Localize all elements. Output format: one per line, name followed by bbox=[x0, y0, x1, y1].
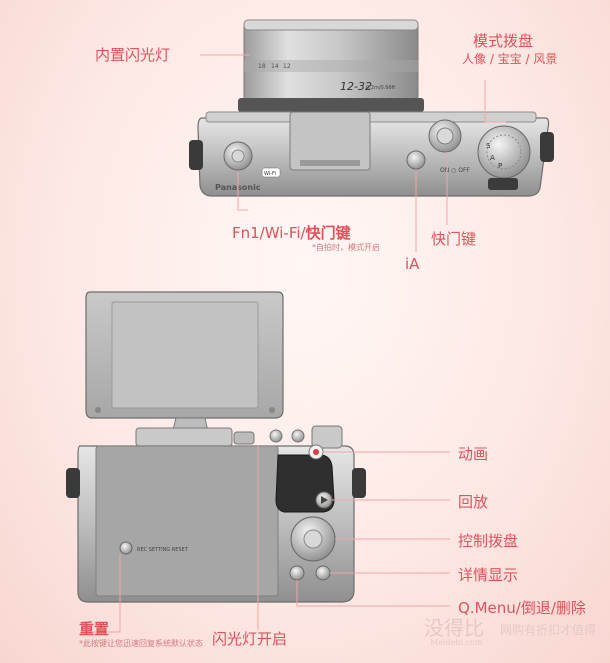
watermark-right: 网购有折扣才值得 bbox=[500, 623, 597, 637]
qmenu-button[interactable] bbox=[289, 565, 305, 581]
qmenu-leader bbox=[296, 580, 450, 607]
fn1-leader bbox=[237, 172, 248, 211]
movie-label: 动画 bbox=[458, 445, 489, 463]
fn1-label-bold: 快门键 bbox=[305, 224, 351, 242]
ia-label: iA bbox=[405, 255, 420, 273]
control-dial-label: 控制拨盘 bbox=[458, 532, 519, 550]
display-button[interactable] bbox=[315, 565, 331, 581]
watermark-left: 没得比 bbox=[424, 616, 484, 640]
top-view-camera: 18 14 12 12-32 0.2m/0.66ft Panasonic Wi-… bbox=[189, 19, 554, 197]
shutter-label: 快门键 bbox=[431, 230, 477, 248]
back-strap-lug-left bbox=[66, 468, 80, 498]
reset-label: 重置 bbox=[79, 620, 110, 638]
mode-dial-a: A bbox=[490, 154, 495, 162]
back-lcd-cavity bbox=[95, 445, 279, 597]
qmenu-label: Q.Menu/倒退/删除 bbox=[458, 599, 586, 617]
reset-leader bbox=[80, 554, 121, 633]
playback-label: 回放 bbox=[458, 493, 489, 511]
lens-distance-mark: 0.2m/0.66ft bbox=[366, 85, 395, 91]
power-switch-label: ON ○ OFF bbox=[440, 167, 470, 174]
top-leader-lines bbox=[200, 54, 506, 252]
mode-dial-sub-label: 人像 / 宝宝 / 风景 bbox=[462, 52, 558, 66]
mode-dial-p: P bbox=[498, 162, 502, 170]
wifi-logo-badge bbox=[261, 167, 281, 178]
mode-dial-label: 模式拨盘 bbox=[473, 32, 534, 50]
lens-range-mark: 12-32 bbox=[340, 80, 372, 93]
strap-lug-left bbox=[189, 140, 203, 170]
back-strap-lug-right bbox=[352, 468, 366, 498]
lens: 18 14 12 12-32 0.2m/0.66ft bbox=[238, 19, 424, 112]
focal-mark-3: 12 bbox=[283, 63, 291, 70]
reset-button-text: REC SETTING RESET bbox=[137, 547, 189, 553]
flash-open-label: 闪光灯开启 bbox=[212, 630, 288, 648]
mode-dial-leader bbox=[484, 80, 506, 123]
wifi-logo-text: Wi-Fi bbox=[264, 171, 276, 177]
built-in-flash-label: 内置闪光灯 bbox=[95, 46, 171, 64]
focal-mark-1: 18 bbox=[258, 63, 266, 70]
flash-housing bbox=[289, 111, 371, 171]
mode-dial-s: S bbox=[486, 142, 491, 150]
mode-dial[interactable] bbox=[477, 125, 531, 179]
strap-lug-right bbox=[540, 132, 554, 162]
shutter-button[interactable] bbox=[436, 127, 454, 145]
fn1-note: *自拍时，模式开启 bbox=[312, 243, 380, 252]
watermark-left-sub: Meidebi.com bbox=[430, 638, 483, 647]
display-label: 详情显示 bbox=[458, 566, 519, 584]
reset-button[interactable] bbox=[119, 541, 133, 555]
fn1-label: Fn1/Wi-Fi/快门键 bbox=[232, 222, 351, 243]
focal-mark-2: 14 bbox=[271, 63, 279, 70]
reset-note: *此按键让您迅速回复系统默认状态 bbox=[79, 639, 203, 648]
ia-button[interactable] bbox=[406, 150, 426, 170]
back-view-camera: REC SETTING RESET bbox=[66, 291, 366, 603]
fn1-label-prefix: Fn1/Wi-Fi/ bbox=[232, 224, 306, 242]
bottom-leader-lines bbox=[80, 446, 450, 633]
